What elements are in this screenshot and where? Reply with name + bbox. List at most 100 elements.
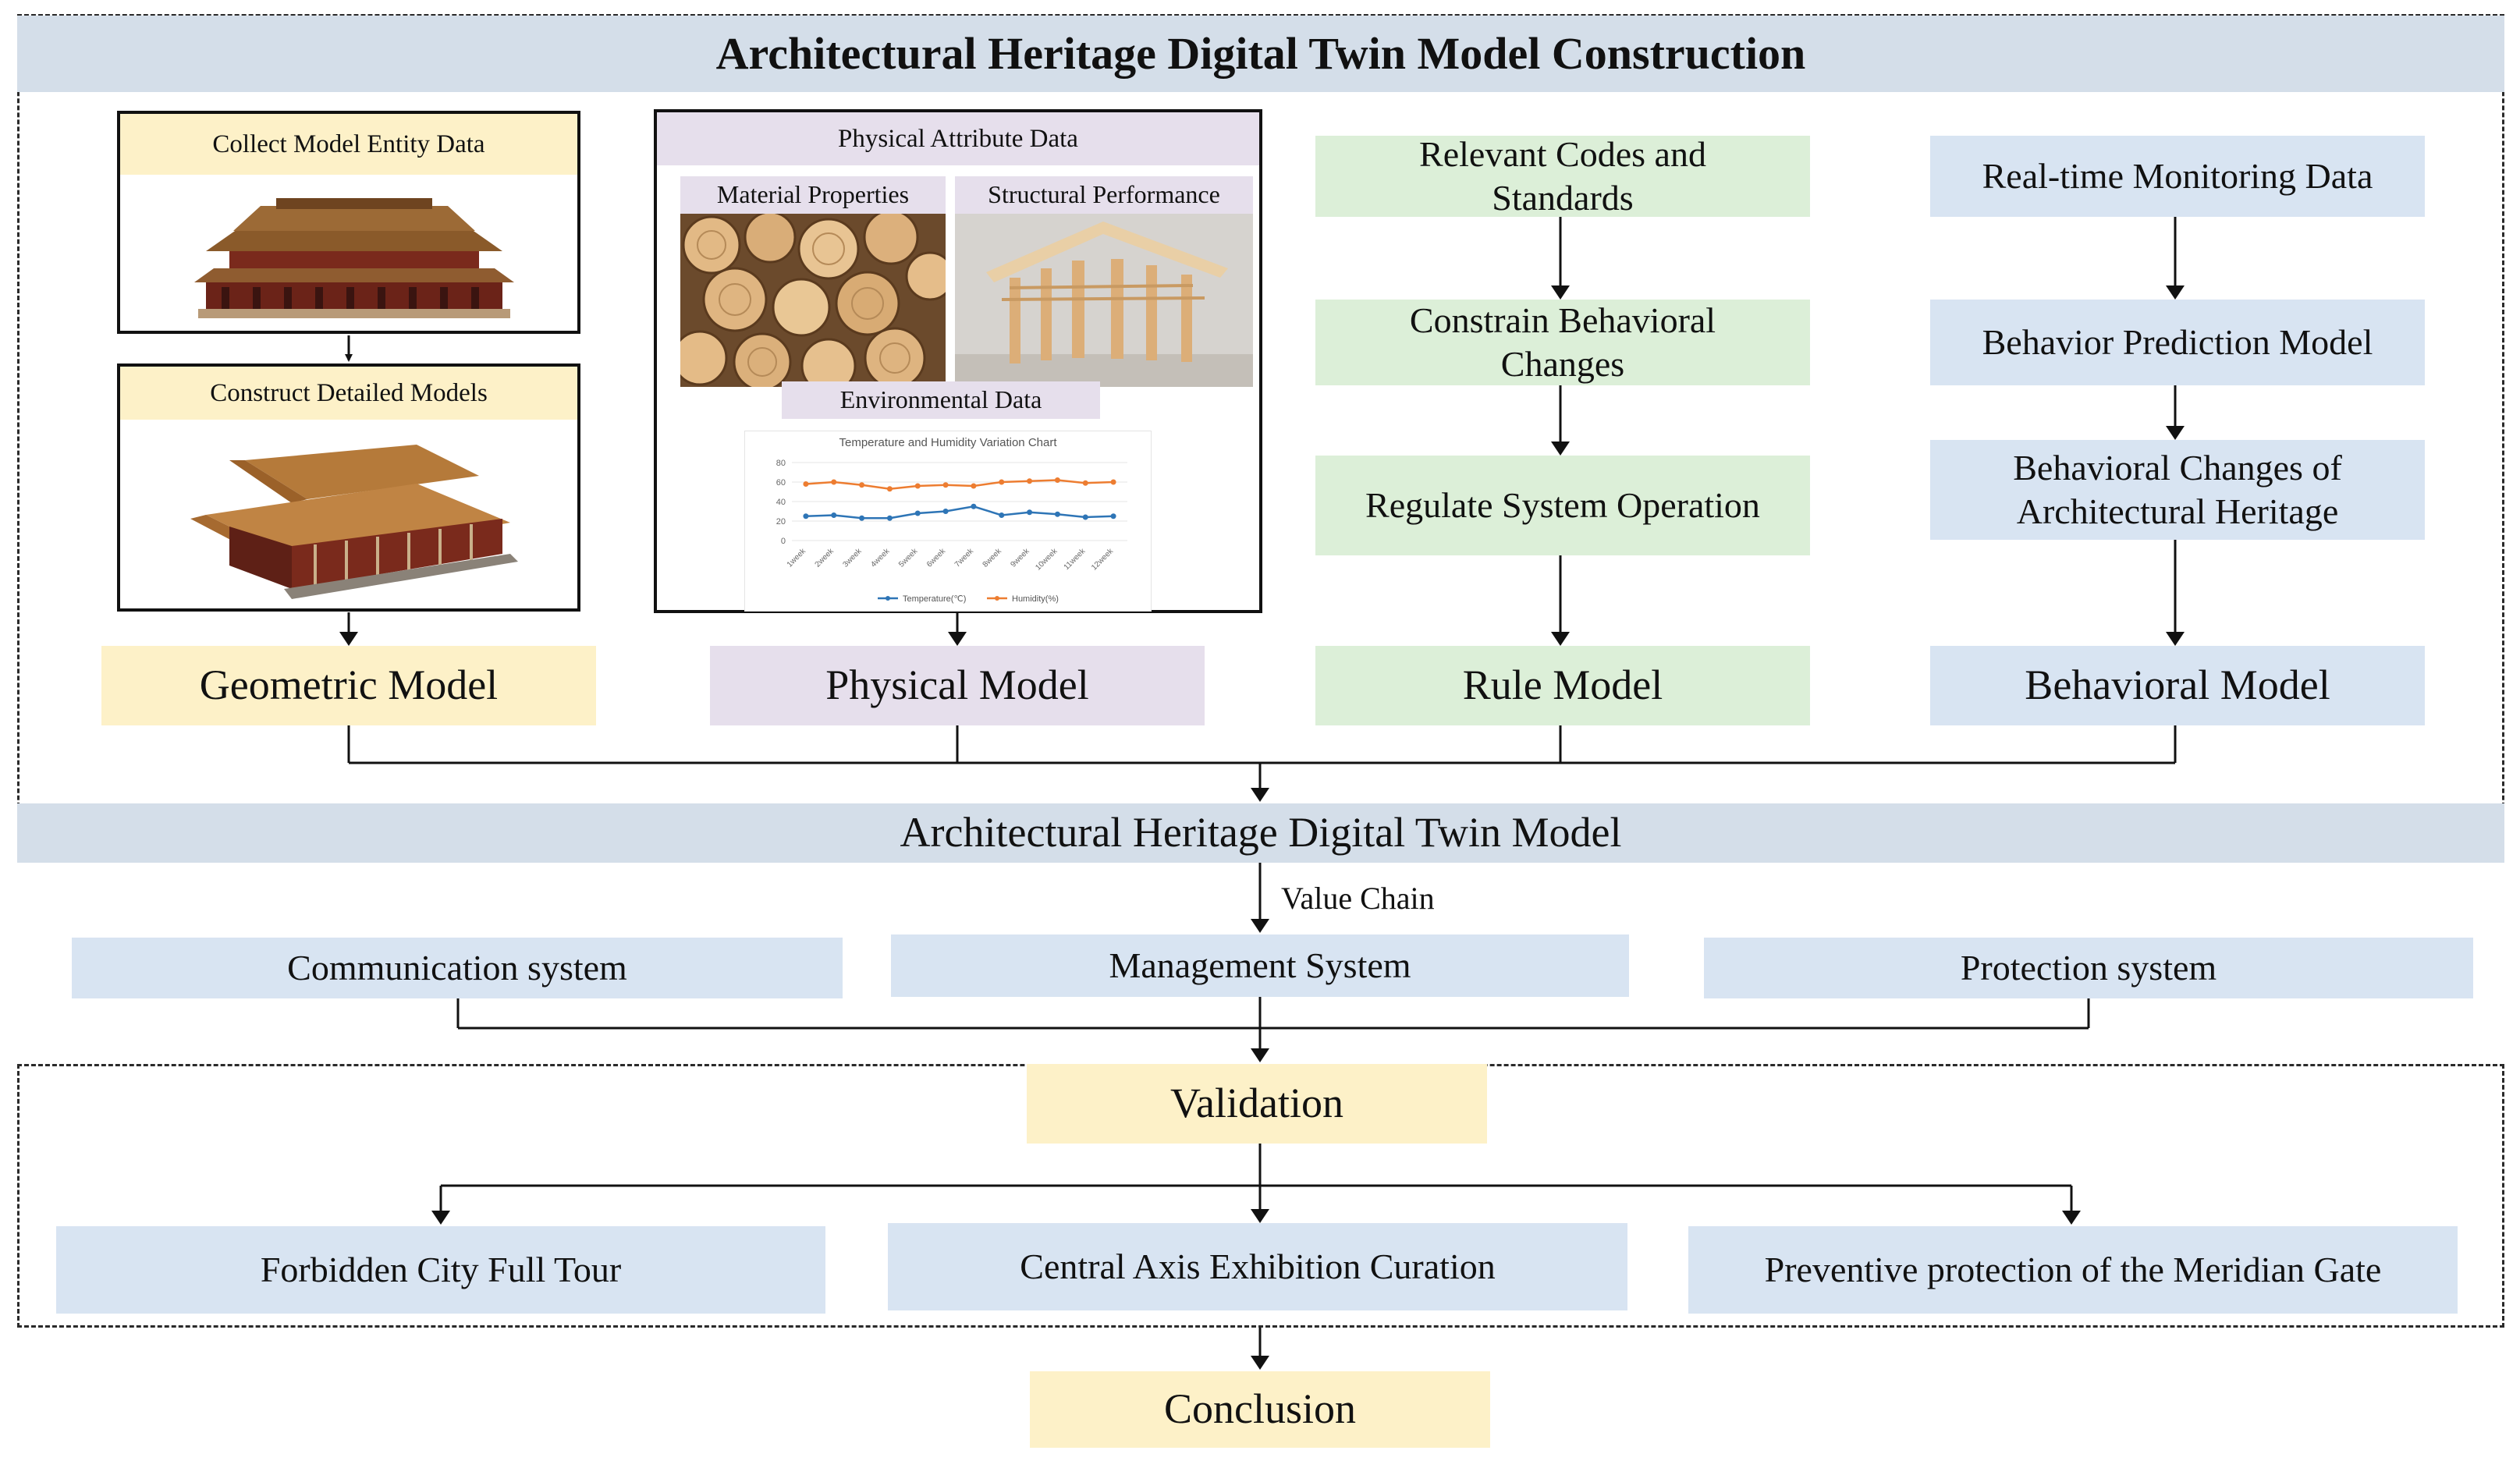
chart-y-tick-label: 40	[776, 498, 786, 507]
chart-point	[1082, 514, 1088, 520]
management-system-box: Management System	[891, 934, 1629, 997]
constrain-changes-box: Constrain Behavioral Changes	[1315, 300, 1810, 385]
constrain-changes-label: Constrain Behavioral Changes	[1409, 300, 1716, 384]
monitoring-data-label: Real-time Monitoring Data	[1982, 155, 2373, 196]
chart-legend-marker	[995, 596, 999, 601]
chart-point	[971, 503, 977, 509]
chart-x-tick-label: 10week	[1034, 547, 1059, 573]
page-title: Architectural Heritage Digital Twin Mode…	[715, 27, 1806, 79]
conclusion-box: Conclusion	[1030, 1371, 1490, 1448]
chart-x-tick-label: 3week	[841, 547, 864, 569]
case-central-axis-label: Central Axis Exhibition Curation	[1020, 1246, 1496, 1286]
construct-models-label-box: Construct Detailed Models	[120, 367, 577, 420]
prediction-model-box: Behavior Prediction Model	[1930, 300, 2425, 385]
chart-point	[1110, 479, 1116, 485]
material-properties-label: Material Properties	[716, 180, 910, 209]
codes-standards-box: Relevant Codes and Standards	[1315, 133, 1810, 218]
rule-model-label: Rule Model	[1462, 661, 1663, 709]
chart-point	[1027, 478, 1033, 484]
physical-attr-label-box: Physical Attribute Data	[657, 112, 1259, 165]
digital-twin-model-bar: Architectural Heritage Digital Twin Mode…	[17, 803, 2504, 863]
collect-entity-panel: Collect Model Entity Data	[117, 111, 580, 334]
physical-attr-label: Physical Attribute Data	[838, 124, 1078, 153]
codes-standards-label: Relevant Codes and Standards	[1419, 133, 1706, 218]
protection-system-label: Protection system	[1960, 947, 2217, 988]
behavioral-model-label: Behavioral Model	[2025, 661, 2330, 709]
chart-point	[1054, 477, 1060, 483]
chart-point	[831, 512, 837, 518]
collect-entity-label-box: Collect Model Entity Data	[120, 114, 577, 175]
collect-entity-label: Collect Model Entity Data	[212, 129, 485, 158]
chart-point	[971, 483, 977, 489]
chart-point	[1110, 513, 1116, 520]
behavioral-changes-box: Behavioral Changes of Architectural Heri…	[1930, 440, 2425, 540]
geometric-model-box: Geometric Model	[101, 646, 596, 725]
construct-models-label: Construct Detailed Models	[210, 378, 488, 407]
digital-twin-model-label: Architectural Heritage Digital Twin Mode…	[900, 809, 1622, 856]
chart-y-tick-label: 20	[776, 517, 786, 527]
physical-model-box: Physical Model	[710, 646, 1205, 725]
chart-point	[914, 510, 921, 516]
regulate-operation-label: Regulate System Operation	[1365, 484, 1760, 525]
chart-point	[886, 486, 893, 492]
chart-x-tick-label: 2week	[814, 547, 836, 569]
conclusion-label: Conclusion	[1163, 1385, 1356, 1433]
chart-x-tick-label: 8week	[981, 547, 1004, 569]
chart-legend-marker	[886, 596, 890, 601]
chart-point	[859, 482, 865, 488]
validation-label: Validation	[1170, 1080, 1343, 1127]
case-central-axis-box: Central Axis Exhibition Curation	[888, 1223, 1627, 1310]
chart-y-tick-label: 80	[776, 459, 786, 468]
validation-box: Validation	[1027, 1064, 1487, 1144]
behavioral-model-box: Behavioral Model	[1930, 646, 2425, 725]
chart-legend-label: Temperature(℃)	[903, 594, 966, 604]
environmental-data-label-box: Environmental Data	[782, 381, 1100, 419]
chart-point	[1054, 511, 1060, 517]
wooden-structure-image	[955, 214, 1253, 387]
physical-attribute-panel: Physical Attribute Data Material Propert…	[654, 109, 1262, 613]
regulate-operation-box: Regulate System Operation	[1315, 456, 1810, 555]
behavioral-changes-label: Behavioral Changes of Architectural Heri…	[2013, 447, 2342, 531]
rule-model-box: Rule Model	[1315, 646, 1810, 725]
chart-x-tick-label: 5week	[897, 547, 920, 569]
hall-3d-model-image	[190, 445, 518, 599]
monitoring-data-box: Real-time Monitoring Data	[1930, 136, 2425, 217]
timber-logs-image	[680, 214, 946, 387]
chart-y-tick-label: 60	[776, 478, 786, 488]
environmental-data-label: Environmental Data	[839, 385, 1042, 414]
chart-legend-label: Humidity(%)	[1012, 594, 1059, 604]
chart-point	[886, 515, 893, 521]
chart-point	[831, 479, 837, 485]
chart-x-tick-label: 1week	[786, 547, 808, 569]
communication-system-box: Communication system	[72, 938, 843, 998]
case-meridian-gate-label: Preventive protection of the Meridian Ga…	[1764, 1249, 2382, 1289]
physical-model-label: Physical Model	[825, 661, 1089, 709]
structural-performance-label-box: Structural Performance	[955, 176, 1253, 214]
chart-series-line	[805, 479, 1114, 491]
title-bar: Architectural Heritage Digital Twin Mode…	[17, 16, 2504, 92]
value-chain-label: Value Chain	[1281, 881, 1435, 916]
chart-point	[942, 482, 949, 488]
chart-point	[1027, 509, 1033, 516]
prediction-model-label: Behavior Prediction Model	[1982, 321, 2373, 362]
case-meridian-gate-box: Preventive protection of the Meridian Ga…	[1688, 1226, 2458, 1314]
chart-point	[803, 513, 809, 520]
chart-x-tick-label: 7week	[953, 547, 976, 569]
chart-point	[942, 509, 949, 514]
structural-performance-label: Structural Performance	[988, 180, 1220, 209]
chart-x-tick-label: 12week	[1090, 547, 1116, 573]
chart-x-tick-label: 9week	[1009, 547, 1031, 569]
communication-system-label: Communication system	[287, 947, 627, 988]
chart-point	[803, 481, 809, 487]
case-forbidden-city-box: Forbidden City Full Tour	[56, 1226, 825, 1314]
chart-y-tick-label: 0	[781, 537, 786, 546]
case-forbidden-city-label: Forbidden City Full Tour	[260, 1249, 622, 1289]
env-chart: Temperature and Humidity Variation Chart…	[744, 431, 1152, 612]
chart-title: Temperature and Humidity Variation Chart	[839, 436, 1057, 449]
chart-point	[859, 515, 865, 521]
chart-x-tick-label: 6week	[925, 547, 948, 569]
chart-x-tick-label: 11week	[1063, 547, 1088, 572]
protection-system-box: Protection system	[1704, 938, 2473, 998]
